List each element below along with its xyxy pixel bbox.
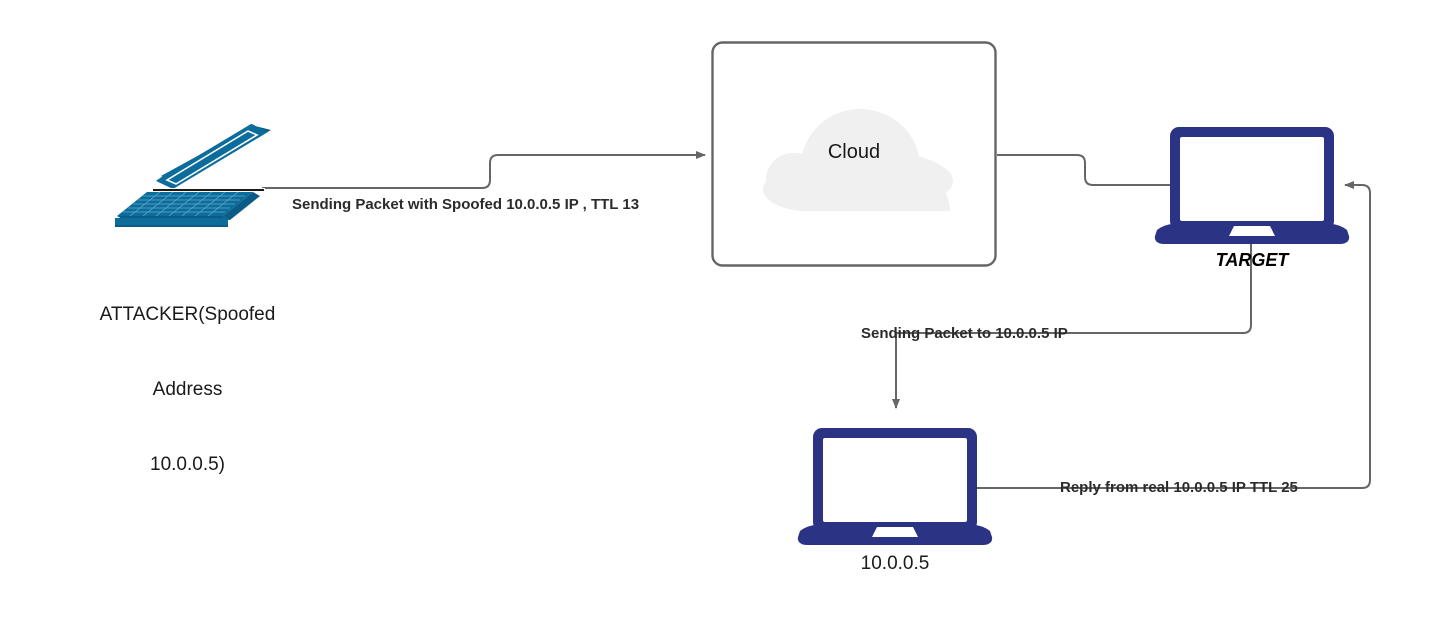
edge-attacker-to-cloud: [262, 151, 706, 189]
cloud-label: Cloud: [827, 141, 881, 163]
cloud-icon: [763, 109, 953, 211]
laptop-icon: [797, 428, 993, 545]
edge-label-target-to-victim: Sending Packet to 10.0.0.5 IP: [861, 325, 1068, 342]
laptop-isometric-icon: [115, 124, 271, 227]
laptop-icon: [1154, 127, 1350, 244]
edge-cloud-to-target: [997, 154, 1170, 186]
edge-label-victim-to-target: Reply from real 10.0.0.5 IP TTL 25: [1060, 479, 1298, 496]
cloud-box: [711, 41, 997, 267]
attacker-label: ATTACKER(Spoofed Address 10.0.0.5): [80, 252, 295, 527]
edge-label-attacker-to-cloud: Sending Packet with Spoofed 10.0.0.5 IP …: [292, 196, 640, 213]
node-target[interactable]: TARGET: [1152, 124, 1352, 270]
attacker-label-line1: ATTACKER(Spoofed: [99, 304, 276, 325]
victim-label: 10.0.0.5: [860, 553, 930, 574]
target-label: TARGET: [1215, 250, 1289, 270]
attacker-label-line3: 10.0.0.5): [150, 454, 225, 475]
attacker-label-line2: Address: [152, 379, 223, 400]
node-victim[interactable]: 10.0.0.5: [795, 425, 995, 574]
node-cloud[interactable]: Cloud: [711, 41, 997, 267]
